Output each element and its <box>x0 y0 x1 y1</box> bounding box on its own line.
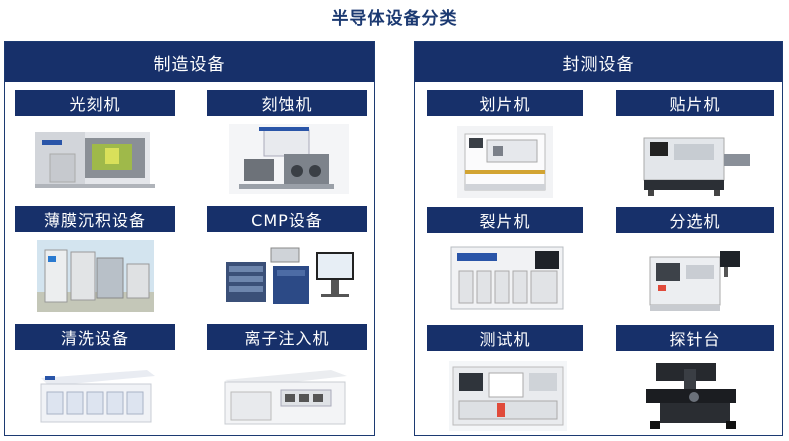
wafer-breaking-machine-photo <box>447 243 567 315</box>
cleaning-equipment-photo <box>35 364 159 430</box>
page-title: 半导体设备分类 <box>331 9 458 29</box>
equipment-label: 贴片机 <box>616 90 774 116</box>
equipment-label: 光刻机 <box>15 90 175 116</box>
test-machine-photo <box>449 361 567 431</box>
equipment-card-tester: 测试机 <box>427 325 583 433</box>
sorting-machine-photo <box>640 243 746 315</box>
equipment-card-sorting: 分选机 <box>616 207 774 317</box>
equipment-card-dicing-saw: 划片机 <box>427 90 583 200</box>
thin-film-deposition-equipment-photo <box>37 240 154 312</box>
equipment-label: 清洗设备 <box>15 324 175 350</box>
equipment-label: CMP设备 <box>207 206 367 232</box>
equipment-card-ion-implanter: 离子注入机 <box>207 324 367 432</box>
manufacturing-equipment-panel: 制造设备 光刻机 刻蚀机 <box>4 41 375 436</box>
equipment-card-cmp: CMP设备 <box>207 206 367 312</box>
equipment-card-wafer-breaking: 裂片机 <box>427 207 583 317</box>
equipment-label: 离子注入机 <box>207 324 367 350</box>
equipment-card-cleaning: 清洗设备 <box>15 324 175 432</box>
equipment-label: 测试机 <box>427 325 583 351</box>
packaging-test-equipment-panel: 封测设备 划片机 贴片机 <box>414 41 783 436</box>
equipment-label: 薄膜沉积设备 <box>15 206 175 232</box>
dicing-saw-photo <box>457 126 553 198</box>
equipment-card-probe-station: 探针台 <box>616 325 774 433</box>
panel-header-manufacturing: 制造设备 <box>5 42 374 82</box>
equipment-label: 探针台 <box>616 325 774 351</box>
ion-implanter-photo <box>221 364 351 430</box>
lithography-machine-photo <box>30 124 165 194</box>
die-bonder-photo <box>630 124 756 198</box>
equipment-card-thin-film: 薄膜沉积设备 <box>15 206 175 312</box>
equipment-card-die-bonder: 贴片机 <box>616 90 774 200</box>
equipment-label: 分选机 <box>616 207 774 233</box>
cmp-equipment-photo <box>221 244 361 312</box>
probe-station-photo <box>636 359 754 431</box>
etching-machine-photo <box>229 124 349 194</box>
panel-header-packaging-test: 封测设备 <box>415 42 782 82</box>
equipment-card-lithography: 光刻机 <box>15 90 175 196</box>
equipment-card-etching: 刻蚀机 <box>207 90 367 196</box>
equipment-label: 划片机 <box>427 90 583 116</box>
equipment-label: 刻蚀机 <box>207 90 367 116</box>
equipment-label: 裂片机 <box>427 207 583 233</box>
